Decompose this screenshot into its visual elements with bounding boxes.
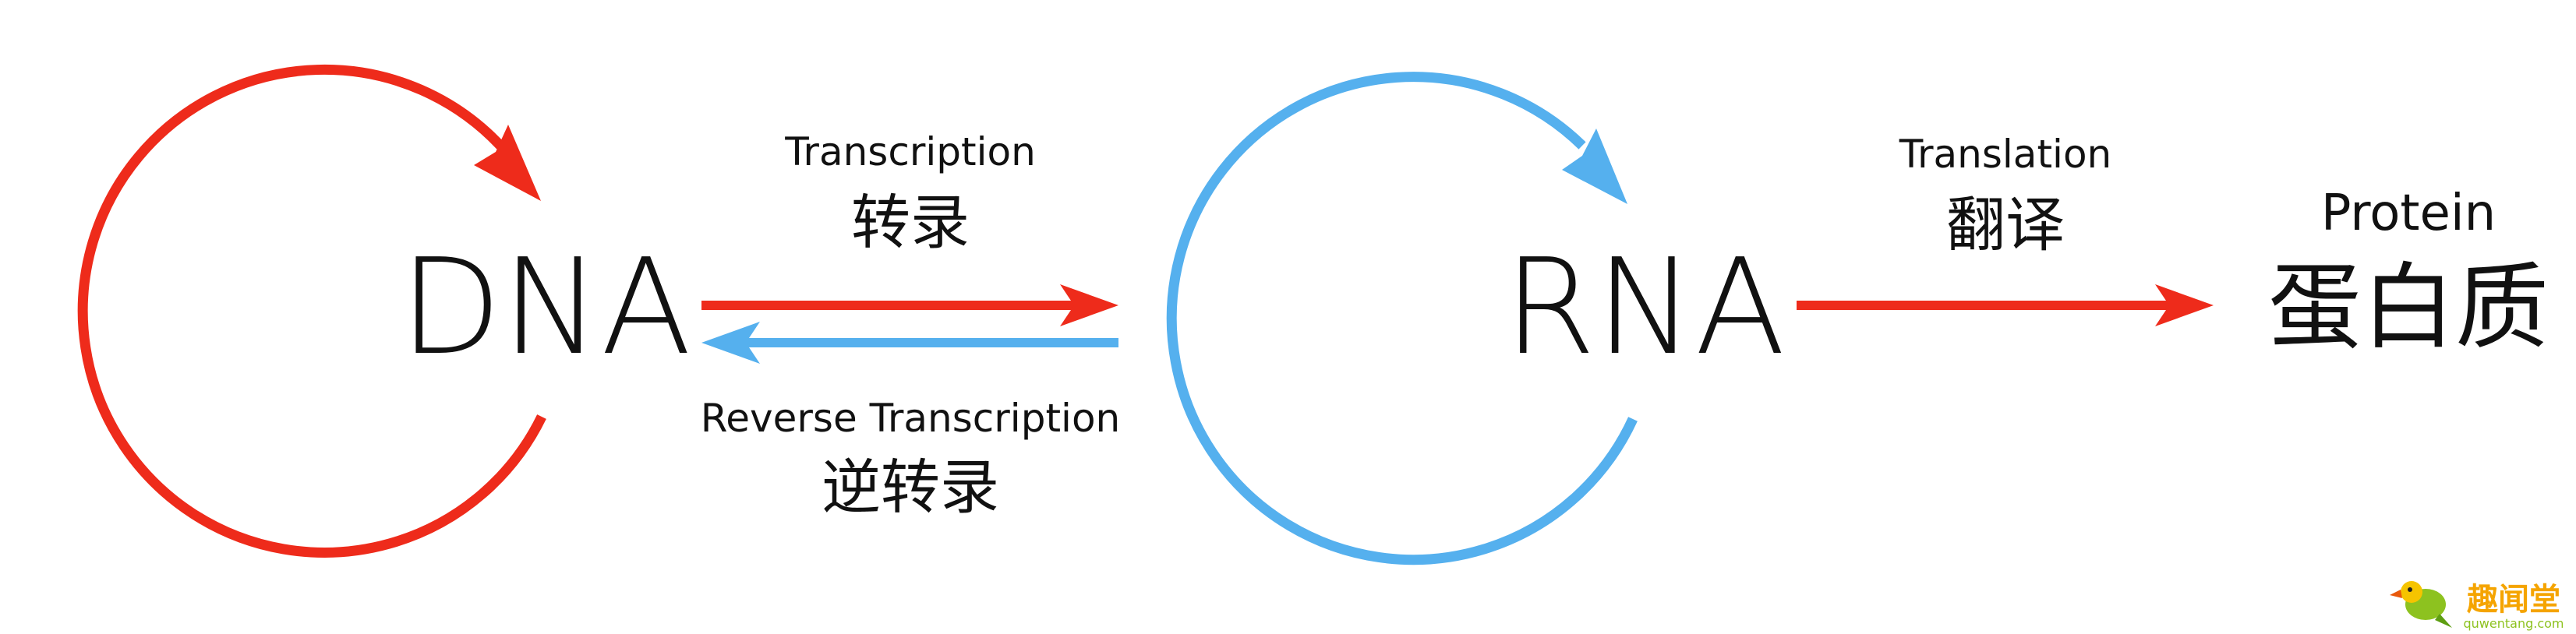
translation-arrowhead — [2155, 284, 2214, 326]
rna-label: RNA — [1504, 231, 1786, 385]
watermark-name: 趣闻堂 — [2467, 582, 2560, 618]
parrot-icon — [2390, 581, 2452, 628]
reverse-transcription-zh-label: 逆转录 — [822, 453, 999, 522]
transcription-arrowhead — [1060, 284, 1118, 326]
transcription-zh-label: 转录 — [851, 188, 970, 257]
translation-zh-label: 翻译 — [1946, 190, 2065, 259]
watermark-site: quwentang.com — [2464, 616, 2564, 631]
dna-loop-arrowhead — [474, 125, 541, 201]
rna-loop-arrowhead — [1562, 129, 1627, 204]
dna-label: DNA — [400, 231, 691, 385]
reverse-transcription-arrowhead — [701, 322, 760, 364]
protein-en-label: Protein — [2321, 185, 2496, 242]
reverse-transcription-en-label: Reverse Transcription — [701, 396, 1120, 441]
protein-zh-label: 蛋白质 — [2268, 254, 2549, 362]
translation-en-label: Translation — [1899, 132, 2111, 177]
rna-replication-loop — [1166, 72, 1638, 565]
watermark: 趣闻堂 quwentang.com — [2390, 581, 2564, 631]
transcription-en-label: Transcription — [784, 129, 1036, 174]
dna-replication-loop — [77, 64, 546, 558]
